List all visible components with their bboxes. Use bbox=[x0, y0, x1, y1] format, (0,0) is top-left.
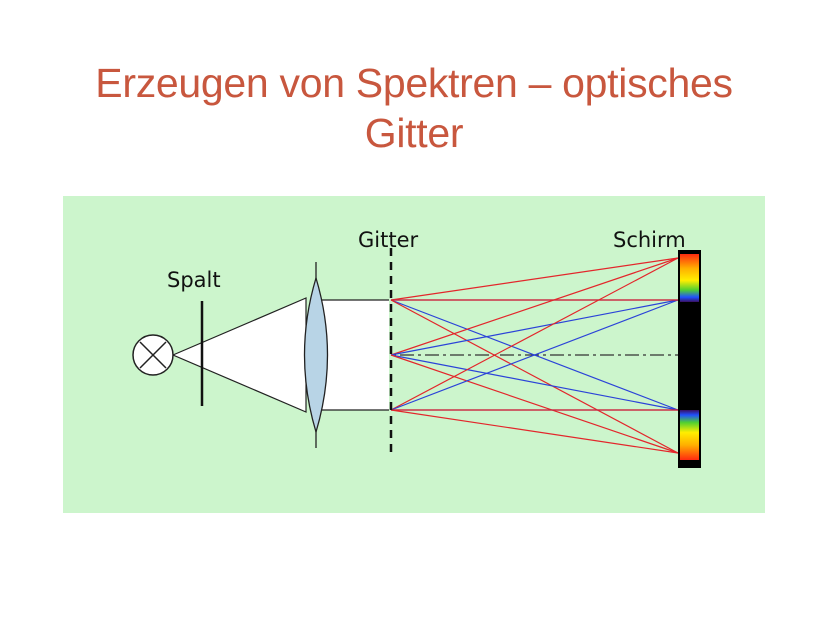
diffraction-rays bbox=[390, 257, 679, 454]
title-line-1: Erzeugen von Spektren – optisches bbox=[95, 60, 733, 106]
ray-blue bbox=[390, 354, 679, 411]
screen bbox=[678, 250, 701, 468]
ray-red bbox=[390, 354, 679, 454]
ray-blue bbox=[390, 299, 679, 411]
ray-red bbox=[390, 409, 679, 454]
ray-red bbox=[390, 257, 679, 411]
grating-label: Gitter bbox=[358, 228, 418, 252]
title-line-2: Gitter bbox=[364, 110, 464, 156]
ray-red bbox=[390, 257, 679, 301]
slide-title: Erzeugen von Spektren – optisches Gitter bbox=[0, 58, 828, 158]
light-cone bbox=[171, 297, 307, 413]
lens-icon bbox=[303, 262, 329, 448]
ray-blue bbox=[390, 299, 679, 356]
spectrum-lower bbox=[680, 410, 699, 460]
ray-red bbox=[390, 257, 679, 356]
slit-label: Spalt bbox=[167, 268, 221, 292]
diagram-panel: Spalt Gitter Schirm bbox=[63, 196, 765, 513]
spectrum-upper bbox=[680, 254, 699, 302]
lamp-icon bbox=[132, 334, 174, 376]
ray-red bbox=[390, 299, 679, 454]
screen-label: Schirm bbox=[613, 228, 686, 252]
grating-diagram: Spalt Gitter Schirm bbox=[132, 228, 701, 468]
